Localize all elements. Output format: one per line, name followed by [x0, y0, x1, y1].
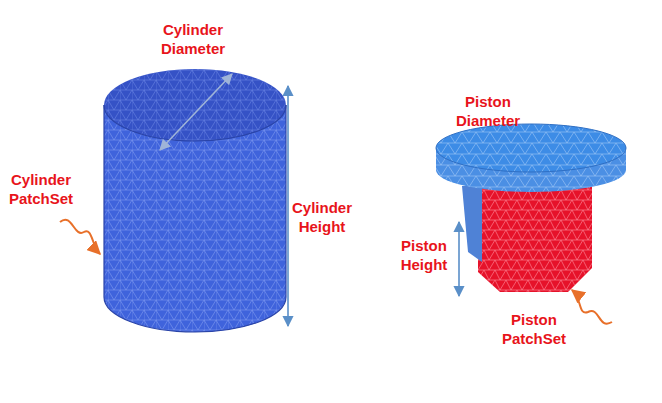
patchset-pointer	[60, 220, 100, 254]
part-label: Piston PatchSet	[495, 310, 573, 348]
patchset-pointer	[572, 290, 612, 324]
part-label: Piston Height	[396, 236, 452, 274]
diameter-arrow	[160, 74, 232, 150]
piston-mesh	[436, 124, 626, 292]
part-label: Piston Diameter	[445, 92, 531, 130]
height-arrow	[287, 86, 289, 326]
part-label: Cylinder PatchSet	[3, 170, 79, 208]
part-label: Cylinder Height	[291, 198, 353, 236]
height-arrow	[458, 222, 460, 296]
cylinder-mesh	[104, 69, 286, 332]
part-label: Cylinder Diameter	[148, 20, 238, 58]
